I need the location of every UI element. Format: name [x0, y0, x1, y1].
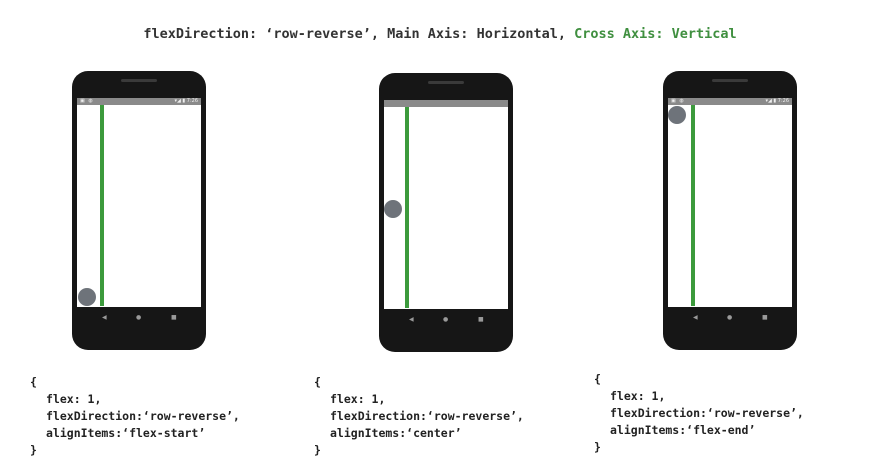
main-axis-line	[405, 107, 409, 308]
code-align-items: alignItems:‘center’	[330, 426, 462, 440]
back-icon: ◀	[693, 314, 698, 321]
flex-item-circle	[668, 106, 686, 124]
code-open-brace: {	[30, 375, 37, 389]
code-flex-direction: flexDirection:‘row-reverse’,	[610, 406, 804, 420]
status-right-icons: ▾◢ ▮ 7:26	[174, 98, 198, 104]
back-icon: ◀	[102, 314, 107, 321]
code-flex: flex: 1,	[330, 392, 386, 406]
nav-bar: ◀ ● ■	[72, 311, 206, 325]
code-block-flex-end: { flex: 1, flexDirection:‘row-reverse’, …	[594, 371, 804, 456]
status-right-icons: ▾◢ ▮ 7:26	[765, 98, 789, 104]
code-open-brace: {	[594, 372, 601, 386]
phone-screen: ▣ ◍ ▾◢ ▮ 7:26	[77, 98, 201, 307]
nav-bar: ◀ ● ■	[379, 313, 513, 327]
title-cross-axis: Cross Axis: Vertical	[574, 26, 737, 42]
status-bar	[384, 100, 508, 107]
code-flex-direction: flexDirection:‘row-reverse’,	[330, 409, 524, 423]
code-close-brace: }	[594, 440, 601, 454]
figure-title: flexDirection: ‘row-reverse’, Main Axis:…	[0, 26, 880, 42]
code-align-items: alignItems:‘flex-end’	[610, 423, 756, 437]
status-bar: ▣ ◍ ▾◢ ▮ 7:26	[668, 98, 792, 105]
code-align-items: alignItems:‘flex-start’	[46, 426, 206, 440]
code-block-center: { flex: 1, flexDirection:‘row-reverse’, …	[314, 374, 524, 459]
status-bar: ▣ ◍ ▾◢ ▮ 7:26	[77, 98, 201, 105]
code-open-brace: {	[314, 375, 321, 389]
code-close-brace: }	[314, 443, 321, 457]
status-left-icons: ▣ ◍	[80, 98, 94, 104]
phone-center: ◀ ● ■	[379, 73, 513, 352]
recent-apps-icon: ■	[478, 316, 484, 323]
recent-apps-icon: ■	[762, 314, 768, 321]
code-close-brace: }	[30, 443, 37, 457]
phone-speaker	[712, 79, 748, 82]
phone-screen	[384, 100, 508, 309]
status-left-icons: ▣ ◍	[671, 98, 685, 104]
phone-flex-end: ▣ ◍ ▾◢ ▮ 7:26 ◀ ● ■	[663, 71, 797, 350]
title-main-axis: flexDirection: ‘row-reverse’, Main Axis:…	[143, 26, 575, 42]
back-icon: ◀	[409, 316, 414, 323]
phone-speaker	[121, 79, 157, 82]
flex-item-circle	[384, 200, 402, 218]
code-flex: flex: 1,	[46, 392, 102, 406]
home-icon: ●	[727, 314, 733, 321]
home-icon: ●	[136, 314, 142, 321]
code-flex-direction: flexDirection:‘row-reverse’,	[46, 409, 240, 423]
main-axis-line	[691, 105, 695, 306]
recent-apps-icon: ■	[171, 314, 177, 321]
phone-speaker	[428, 81, 464, 84]
main-axis-line	[100, 105, 104, 306]
home-icon: ●	[443, 316, 449, 323]
phone-screen: ▣ ◍ ▾◢ ▮ 7:26	[668, 98, 792, 307]
code-flex: flex: 1,	[610, 389, 666, 403]
code-block-flex-start: { flex: 1, flexDirection:‘row-reverse’, …	[30, 374, 240, 459]
nav-bar: ◀ ● ■	[663, 311, 797, 325]
phone-flex-start: ▣ ◍ ▾◢ ▮ 7:26 ◀ ● ■	[72, 71, 206, 350]
flex-item-circle	[78, 288, 96, 306]
